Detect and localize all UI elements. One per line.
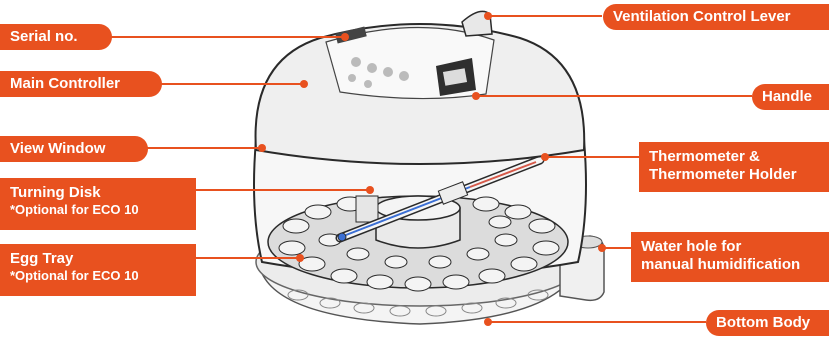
label-water-hole: Water hole for manual humidification	[631, 232, 829, 282]
label-ventilation-control-lever: Ventilation Control Lever	[603, 4, 829, 30]
thermometer-line1: Thermometer &	[649, 148, 819, 166]
label-bottom-body: Bottom Body	[706, 310, 829, 336]
egg-tray-note: *Optional for ECO 10	[10, 268, 186, 284]
label-thermometer: Thermometer & Thermometer Holder	[639, 142, 829, 192]
thermometer-line2: Thermometer Holder	[649, 166, 819, 184]
label-handle: Handle	[752, 84, 829, 110]
label-main-controller: Main Controller	[0, 71, 162, 97]
label-serial-no: Serial no.	[0, 24, 112, 50]
egg-tray-title: Egg Tray	[10, 250, 186, 268]
label-view-window: View Window	[0, 136, 148, 162]
water-hole-line2: manual humidification	[641, 256, 819, 274]
label-egg-tray: Egg Tray *Optional for ECO 10	[0, 244, 196, 296]
turning-disk-note: *Optional for ECO 10	[10, 202, 186, 218]
label-turning-disk: Turning Disk *Optional for ECO 10	[0, 178, 196, 230]
turning-disk-title: Turning Disk	[10, 184, 186, 202]
water-hole-line1: Water hole for	[641, 238, 819, 256]
